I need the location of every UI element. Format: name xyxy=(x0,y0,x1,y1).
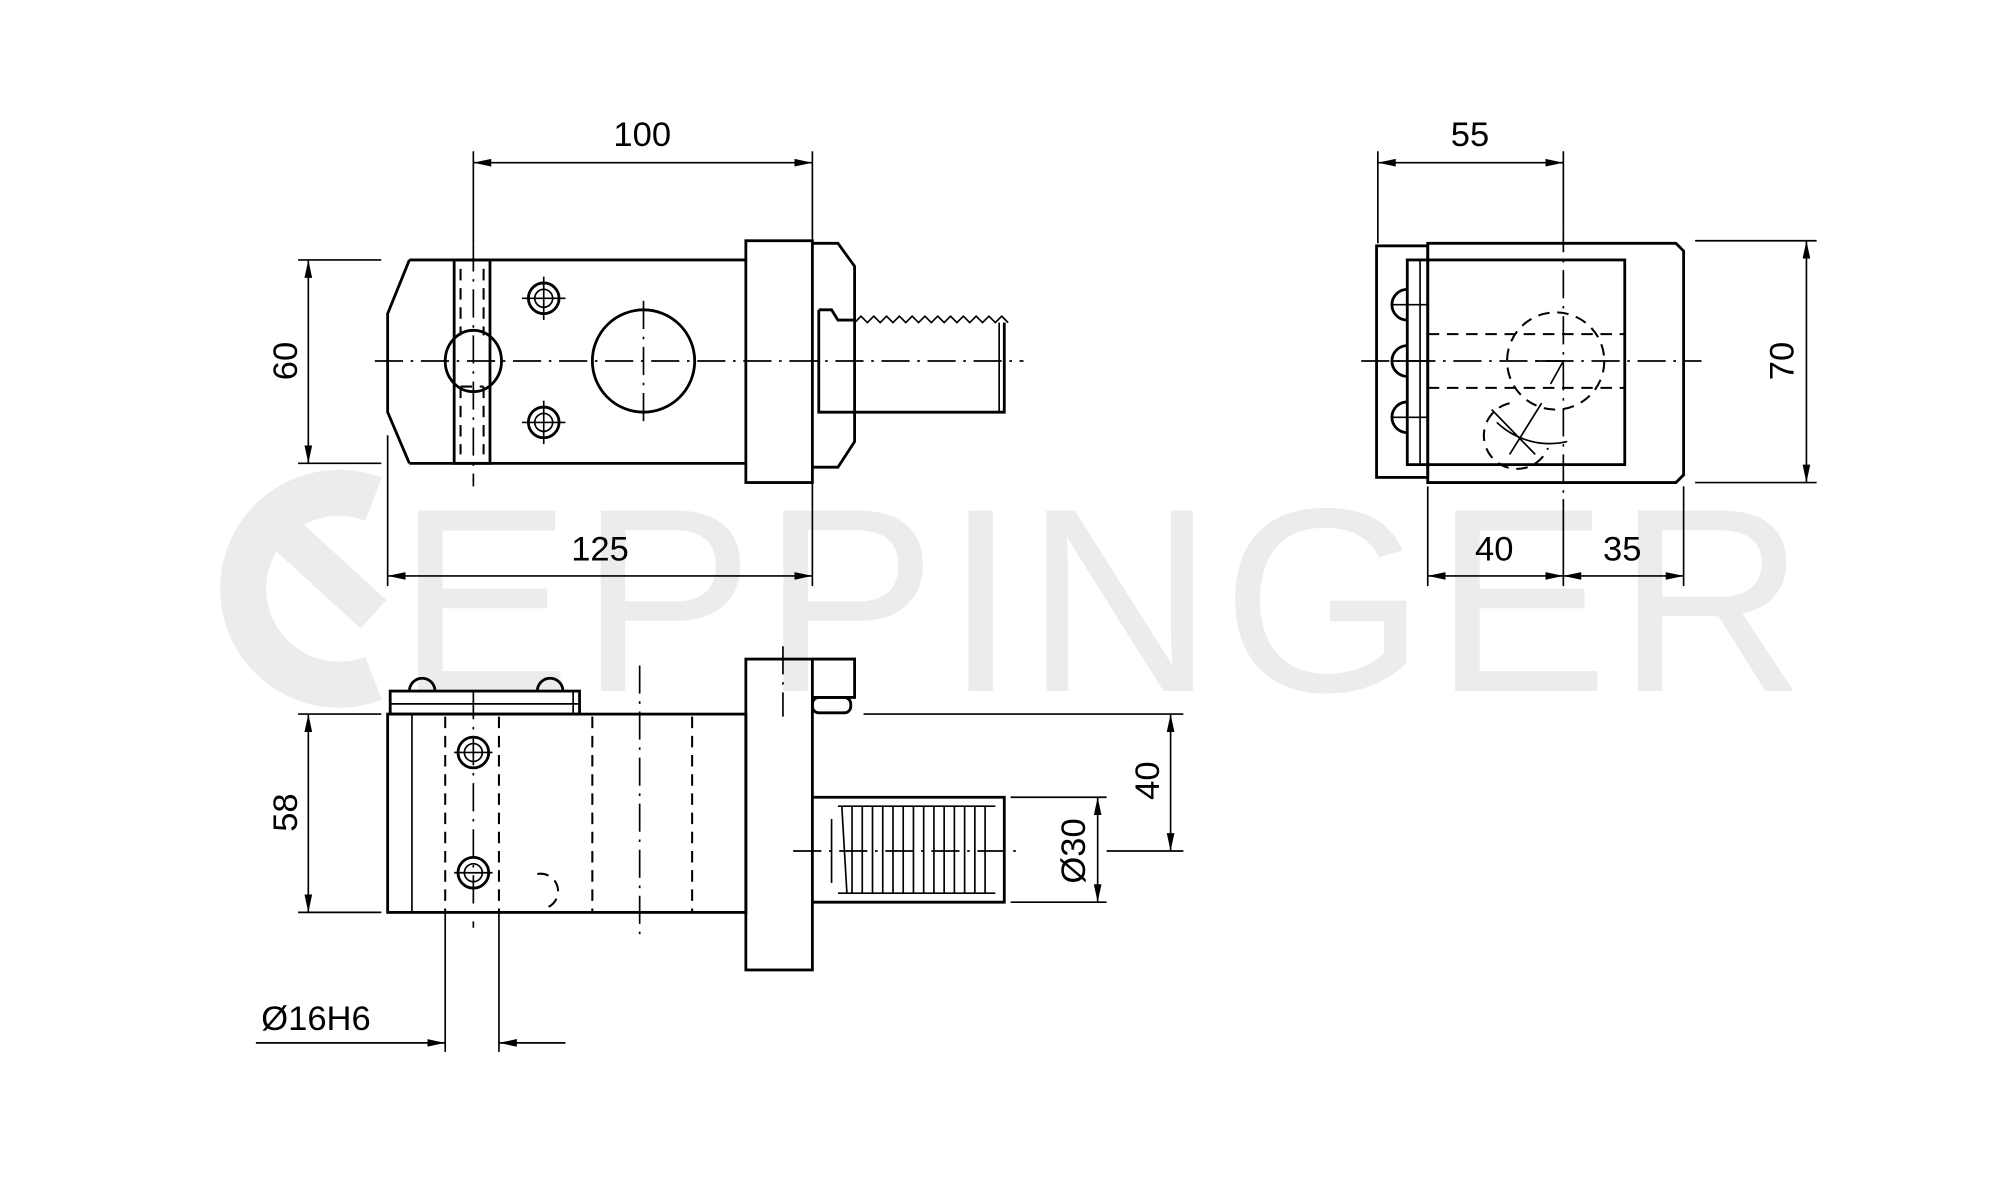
watermark-text: EPPINGER xyxy=(397,454,1814,747)
side-view: 100 60 125 xyxy=(267,116,1024,587)
dim-shank-diameter: Ø30 xyxy=(1055,818,1093,883)
end-view: 55 70 40 35 xyxy=(1361,116,1817,587)
dim-height-58: 58 xyxy=(267,793,305,831)
dim-right-35: 35 xyxy=(1603,531,1641,569)
dim-length-100: 100 xyxy=(613,116,671,154)
screw-crosshair-icon xyxy=(521,276,566,445)
dim-length-125: 125 xyxy=(571,531,629,569)
top-view: 58 40 Ø30 Ø16H6 xyxy=(255,646,1184,1052)
dim-bore-diameter: Ø16H6 xyxy=(261,1000,370,1038)
eppinger-logo-icon xyxy=(220,469,387,708)
clamp-bolt-icon xyxy=(407,676,565,692)
dim-width-55: 55 xyxy=(1451,116,1489,154)
dim-left-40: 40 xyxy=(1475,531,1513,569)
dim-center-40: 40 xyxy=(1129,761,1167,799)
dim-height-70: 70 xyxy=(1764,342,1802,380)
eppinger-watermark: EPPINGER xyxy=(220,454,1814,747)
dim-height-60: 60 xyxy=(267,342,305,380)
screw-head-icon xyxy=(454,735,493,890)
